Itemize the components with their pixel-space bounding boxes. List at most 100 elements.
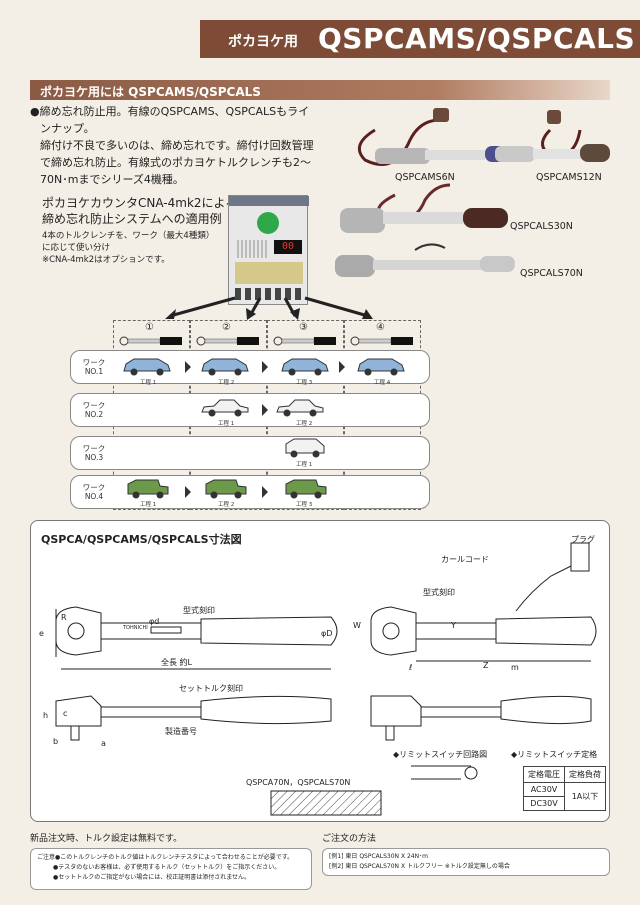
dim-e: e bbox=[39, 629, 44, 638]
order-examples: [例1] 東日 QSPCALS30N X 24N･m [例2] 東日 QSPCA… bbox=[322, 848, 610, 876]
circuit-diagram bbox=[411, 765, 478, 780]
table-cell: AC30V bbox=[523, 782, 565, 797]
dim-W: W bbox=[353, 621, 361, 630]
flow-arrow bbox=[339, 361, 345, 373]
intro-line: ンナップ。 bbox=[40, 122, 95, 135]
step-label: 工程 2 bbox=[218, 502, 235, 508]
dim-R: R bbox=[61, 613, 67, 622]
page-header: ポカヨケ用 QSPCAMS/QSPCALS bbox=[200, 20, 640, 58]
work-label: ワーク NO.1 bbox=[82, 358, 106, 376]
dimension-drawings bbox=[55, 542, 597, 816]
section-title: ポカヨケ用には QSPCAMS/QSPCALS bbox=[30, 80, 610, 100]
dim-h: h bbox=[43, 711, 49, 720]
counter-display: 00 bbox=[274, 240, 302, 254]
wrench-side-view-left bbox=[55, 695, 332, 741]
product-label: QSPCALS30N bbox=[510, 221, 573, 232]
table-cell: 1A以下 bbox=[564, 782, 606, 811]
car-jeep-icon bbox=[205, 479, 247, 499]
serial-label: 製造番号 bbox=[165, 727, 197, 736]
intro-line: 締付け不良で多いのは、締め忘れです。締付け回数管理 bbox=[40, 139, 314, 152]
wrench-qspcams12n bbox=[495, 110, 610, 162]
step-label: 工程 3 bbox=[296, 380, 313, 386]
car-compact-icon bbox=[285, 438, 325, 458]
car-wagon-icon bbox=[357, 358, 405, 376]
car-jeep-icon bbox=[285, 479, 327, 499]
wrench-top-view-left bbox=[55, 606, 338, 670]
work-row bbox=[70, 393, 430, 427]
car-jeep-icon bbox=[127, 479, 169, 499]
dim-b: b bbox=[53, 737, 59, 746]
sub-model-label: QSPCA70N，QSPCALS70N bbox=[246, 778, 351, 787]
dim-l: ℓ bbox=[409, 663, 413, 672]
wrench-top-view-right bbox=[370, 542, 597, 662]
work-label: ワーク NO.2 bbox=[82, 401, 106, 419]
control-panel bbox=[235, 262, 303, 284]
indicator-light bbox=[257, 212, 279, 234]
footer-right-title: ご注文の方法 bbox=[322, 834, 377, 844]
system-heading-1: ポカヨケカウンタCNA-4mk2による bbox=[42, 196, 238, 210]
header-small: ポカヨケ用 bbox=[228, 34, 298, 50]
dim-a: a bbox=[101, 739, 106, 748]
system-heading-2: 締め忘れ防止システムへの適用例 bbox=[42, 212, 222, 226]
car-sedan-icon bbox=[201, 399, 249, 417]
step-label: 工程 2 bbox=[218, 380, 235, 386]
footer-note: ●セットトルクのご指定がない場合には、校正証明書は添付されません。 bbox=[53, 874, 251, 881]
table-cell: DC30V bbox=[523, 796, 565, 811]
product-label: QSPCAMS6N bbox=[395, 172, 455, 183]
intro-line: 70N･mまでシリーズ4機種。 bbox=[40, 173, 184, 186]
product-label: QSPCALS70N bbox=[520, 268, 583, 279]
footer-note: ●テスタのないお客様は、必ず使用するトルク（セットトルク）をご指示ください。 bbox=[53, 864, 281, 871]
set-torque-label: セットトルク刻印 bbox=[179, 684, 243, 693]
step-label: 工程 1 bbox=[140, 380, 157, 386]
step-label: 工程 3 bbox=[296, 502, 313, 508]
work-label: ワーク NO.3 bbox=[82, 444, 106, 462]
step-label: 工程 1 bbox=[140, 502, 157, 508]
column-number: ① bbox=[145, 322, 154, 333]
flow-arrow bbox=[185, 486, 191, 498]
flow-arrow bbox=[185, 361, 191, 373]
cross-section-hatch bbox=[270, 790, 382, 816]
wrench-qspcals70n bbox=[335, 243, 515, 277]
flow-arrow bbox=[262, 361, 268, 373]
dim-c: c bbox=[63, 709, 68, 718]
car-wagon-icon bbox=[201, 358, 249, 376]
dim-Z: Z bbox=[483, 661, 489, 670]
footer-note: ご注意●このトルクレンチのトルク値はトルクレンチテスタによって合わせることが必要… bbox=[37, 854, 294, 861]
model-stamp-label: 型式刻印 bbox=[183, 606, 215, 615]
intro-line: で締め忘れ防止。有線式のポカヨケトルクレンチも2〜 bbox=[40, 156, 311, 169]
column-number: ② bbox=[222, 322, 231, 333]
car-wagon-icon bbox=[123, 358, 171, 376]
footer-notes-text: ご注意●このトルクレンチのトルク値はトルクレンチテスタによって合わせることが必要… bbox=[31, 849, 311, 887]
order-example: [例1] 東日 QSPCALS30N X 24N･m bbox=[329, 853, 428, 860]
footer-left-title: 新品注文時、トルク設定は無料です。 bbox=[30, 834, 183, 844]
step-label: 工程 1 bbox=[218, 421, 235, 427]
dim-Y: Y bbox=[451, 621, 456, 630]
table-header: 定格電圧 bbox=[523, 766, 565, 783]
intro-line: ●締め忘れ防止用。有線のQSPCAMS、QSPCALSもライ bbox=[30, 105, 310, 118]
dimension-title: QSPCA/QSPCAMS/QSPCALS寸法図 bbox=[41, 533, 242, 546]
dim-m: m bbox=[511, 663, 519, 672]
plug-label: プラグ bbox=[571, 535, 595, 544]
column-number: ④ bbox=[376, 322, 385, 333]
dim-length: 全長 約L bbox=[161, 658, 192, 667]
terminal-strip bbox=[235, 288, 303, 300]
step-label: 工程 4 bbox=[374, 380, 391, 386]
speaker-grille bbox=[237, 240, 267, 258]
system-note: 4本のトルクレンチを、ワーク（最大4種類） bbox=[42, 231, 215, 241]
column-number: ③ bbox=[299, 322, 308, 333]
intro-text: ●締め忘れ防止用。有線のQSPCAMS、QSPCALSもライ ンナップ。 締付け… bbox=[30, 103, 320, 188]
system-note: ※CNA-4mk2はオプションです。 bbox=[42, 255, 170, 265]
header-title: QSPCAMS/QSPCALS bbox=[318, 22, 636, 55]
work-label: ワーク NO.4 bbox=[82, 483, 106, 501]
order-example: [例2] 東日 QSPCALS70N X トルクフリー ※トルク設定無しの場合 bbox=[329, 863, 510, 870]
dim-phi-d: φd bbox=[149, 617, 160, 626]
flow-arrow bbox=[262, 404, 268, 416]
wrench-qspcals30n bbox=[340, 183, 508, 233]
connection-arrows bbox=[165, 296, 373, 320]
table-header: 定格負荷 bbox=[564, 766, 606, 783]
counter-top-band bbox=[229, 196, 309, 206]
dimension-panel: QSPCA/QSPCAMS/QSPCALS寸法図 bbox=[30, 520, 610, 822]
model-stamp-label: 型式刻印 bbox=[423, 588, 455, 597]
wrench-side-view-right bbox=[370, 695, 592, 741]
step-label: 工程 1 bbox=[296, 462, 313, 468]
